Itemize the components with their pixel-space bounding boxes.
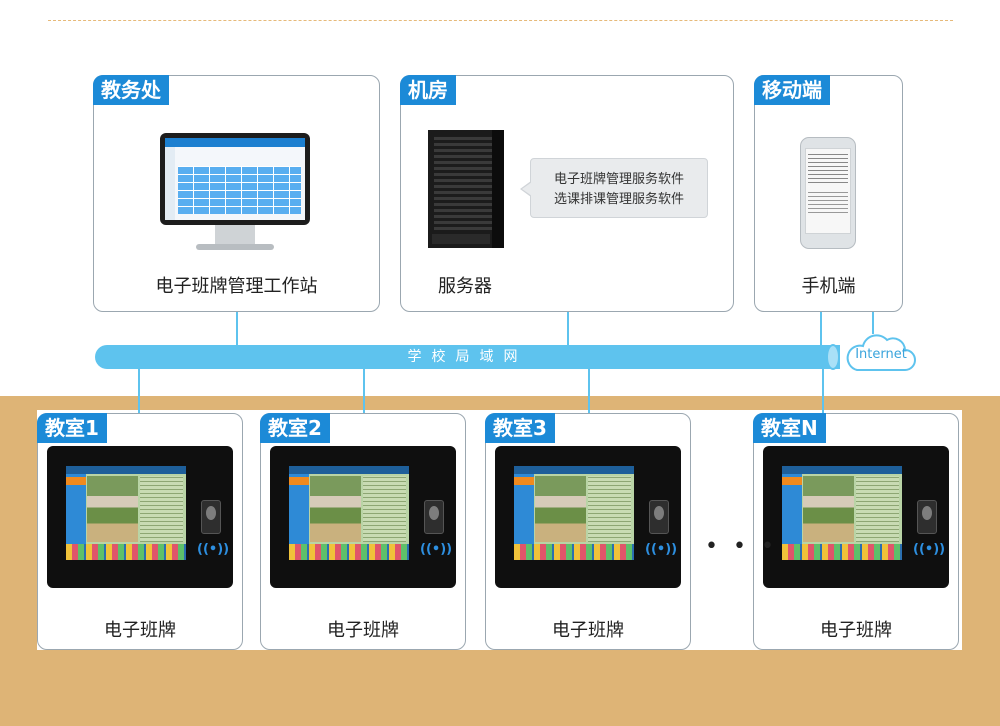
- bubble-line-2: 选课排课管理服务软件: [553, 192, 684, 207]
- monitor-stand-icon: [215, 225, 255, 245]
- classroom-tag-3: 教室3: [485, 413, 555, 443]
- nfc-icon: ((•)): [420, 542, 453, 557]
- classroom-caption-3: 电子班牌: [552, 620, 624, 641]
- connector-classroom-2: [363, 368, 365, 414]
- class-board-device-2: ((•)): [270, 446, 456, 588]
- class-board-screen: [514, 466, 634, 560]
- bus-end-cap: [826, 344, 840, 370]
- monitor-icon: [160, 133, 310, 225]
- smartphone-icon: [800, 137, 856, 249]
- server-rack-icon: [428, 130, 504, 248]
- fingerprint-icon: [649, 500, 669, 534]
- connector-classroom-n: [822, 368, 824, 414]
- yidong-tag: 移动端: [754, 75, 830, 105]
- server-software-bubble: 电子班牌管理服务软件 选课排课管理服务软件: [520, 158, 708, 218]
- nfc-icon: ((•)): [645, 542, 678, 557]
- classroom-caption-2: 电子班牌: [327, 620, 399, 641]
- class-board-device-1: ((•)): [47, 446, 233, 588]
- server-caption: 服务器: [438, 276, 492, 297]
- class-board-screen: [782, 466, 902, 560]
- connector-jifang: [567, 311, 569, 347]
- jifang-tag: 机房: [400, 75, 456, 105]
- connector-classroom-3: [588, 368, 590, 414]
- phone-caption: 手机端: [801, 276, 856, 297]
- class-board-screen: [66, 466, 186, 560]
- classroom-tag-2: 教室2: [260, 413, 330, 443]
- monitor-base-icon: [196, 244, 274, 250]
- connector-cloud: [872, 312, 874, 334]
- top-dashed-divider: [48, 20, 953, 21]
- workstation-caption: 电子班牌管理工作站: [155, 276, 318, 297]
- more-classrooms-ellipsis: • • •: [705, 534, 778, 559]
- fingerprint-icon: [917, 500, 937, 534]
- bubble-line-1: 电子班牌管理服务软件: [553, 172, 684, 187]
- fingerprint-icon: [201, 500, 221, 534]
- yidong-box: 移动端 手机端: [754, 75, 903, 312]
- class-board-device-n: ((•)): [763, 446, 949, 588]
- jiaowuchu-tag: 教务处: [93, 75, 169, 105]
- nfc-icon: ((•)): [913, 542, 946, 557]
- classroom-caption-n: 电子班牌: [820, 620, 892, 641]
- connector-jiaowuchu: [236, 311, 238, 347]
- school-lan-bus: 学校局域网: [95, 345, 840, 369]
- class-board-device-3: ((•)): [495, 446, 681, 588]
- connector-yidong: [820, 311, 822, 347]
- nfc-icon: ((•)): [197, 542, 230, 557]
- internet-label: Internet: [855, 347, 907, 362]
- classroom-tag-n: 教室N: [753, 413, 826, 443]
- fingerprint-icon: [424, 500, 444, 534]
- classroom-caption-1: 电子班牌: [104, 620, 176, 641]
- lan-label: 学校局域网: [407, 349, 528, 365]
- cloud-icon: [846, 334, 916, 371]
- connector-classroom-1: [138, 368, 140, 414]
- classroom-tag-1: 教室1: [37, 413, 107, 443]
- class-board-screen: [289, 466, 409, 560]
